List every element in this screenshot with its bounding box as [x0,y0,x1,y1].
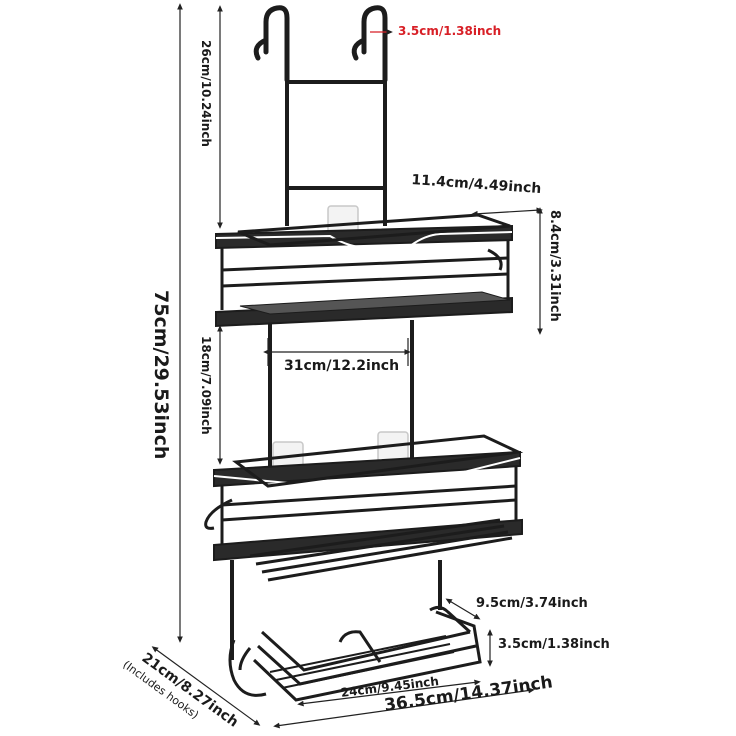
soap-depth-label: 9.5cm/3.74inch [476,596,588,611]
hook-gap-label: 3.5cm/1.38inch [398,24,502,38]
dimension-lines [151,3,543,729]
total-height-label: 75cm/29.53inch [150,290,172,460]
over-door-hooks [253,5,388,83]
shelf-gap-label: 18cm/7.09inch [199,336,213,435]
middle-basket [204,434,524,582]
top-basket-height-label: 8.4cm/3.31inch [547,210,562,322]
width-label: 31cm/12.2inch [284,358,400,374]
hook-height-label: 26cm/10.24inch [199,40,213,147]
top-basket [215,213,513,328]
soap-height-label: 3.5cm/1.38inch [498,637,610,652]
